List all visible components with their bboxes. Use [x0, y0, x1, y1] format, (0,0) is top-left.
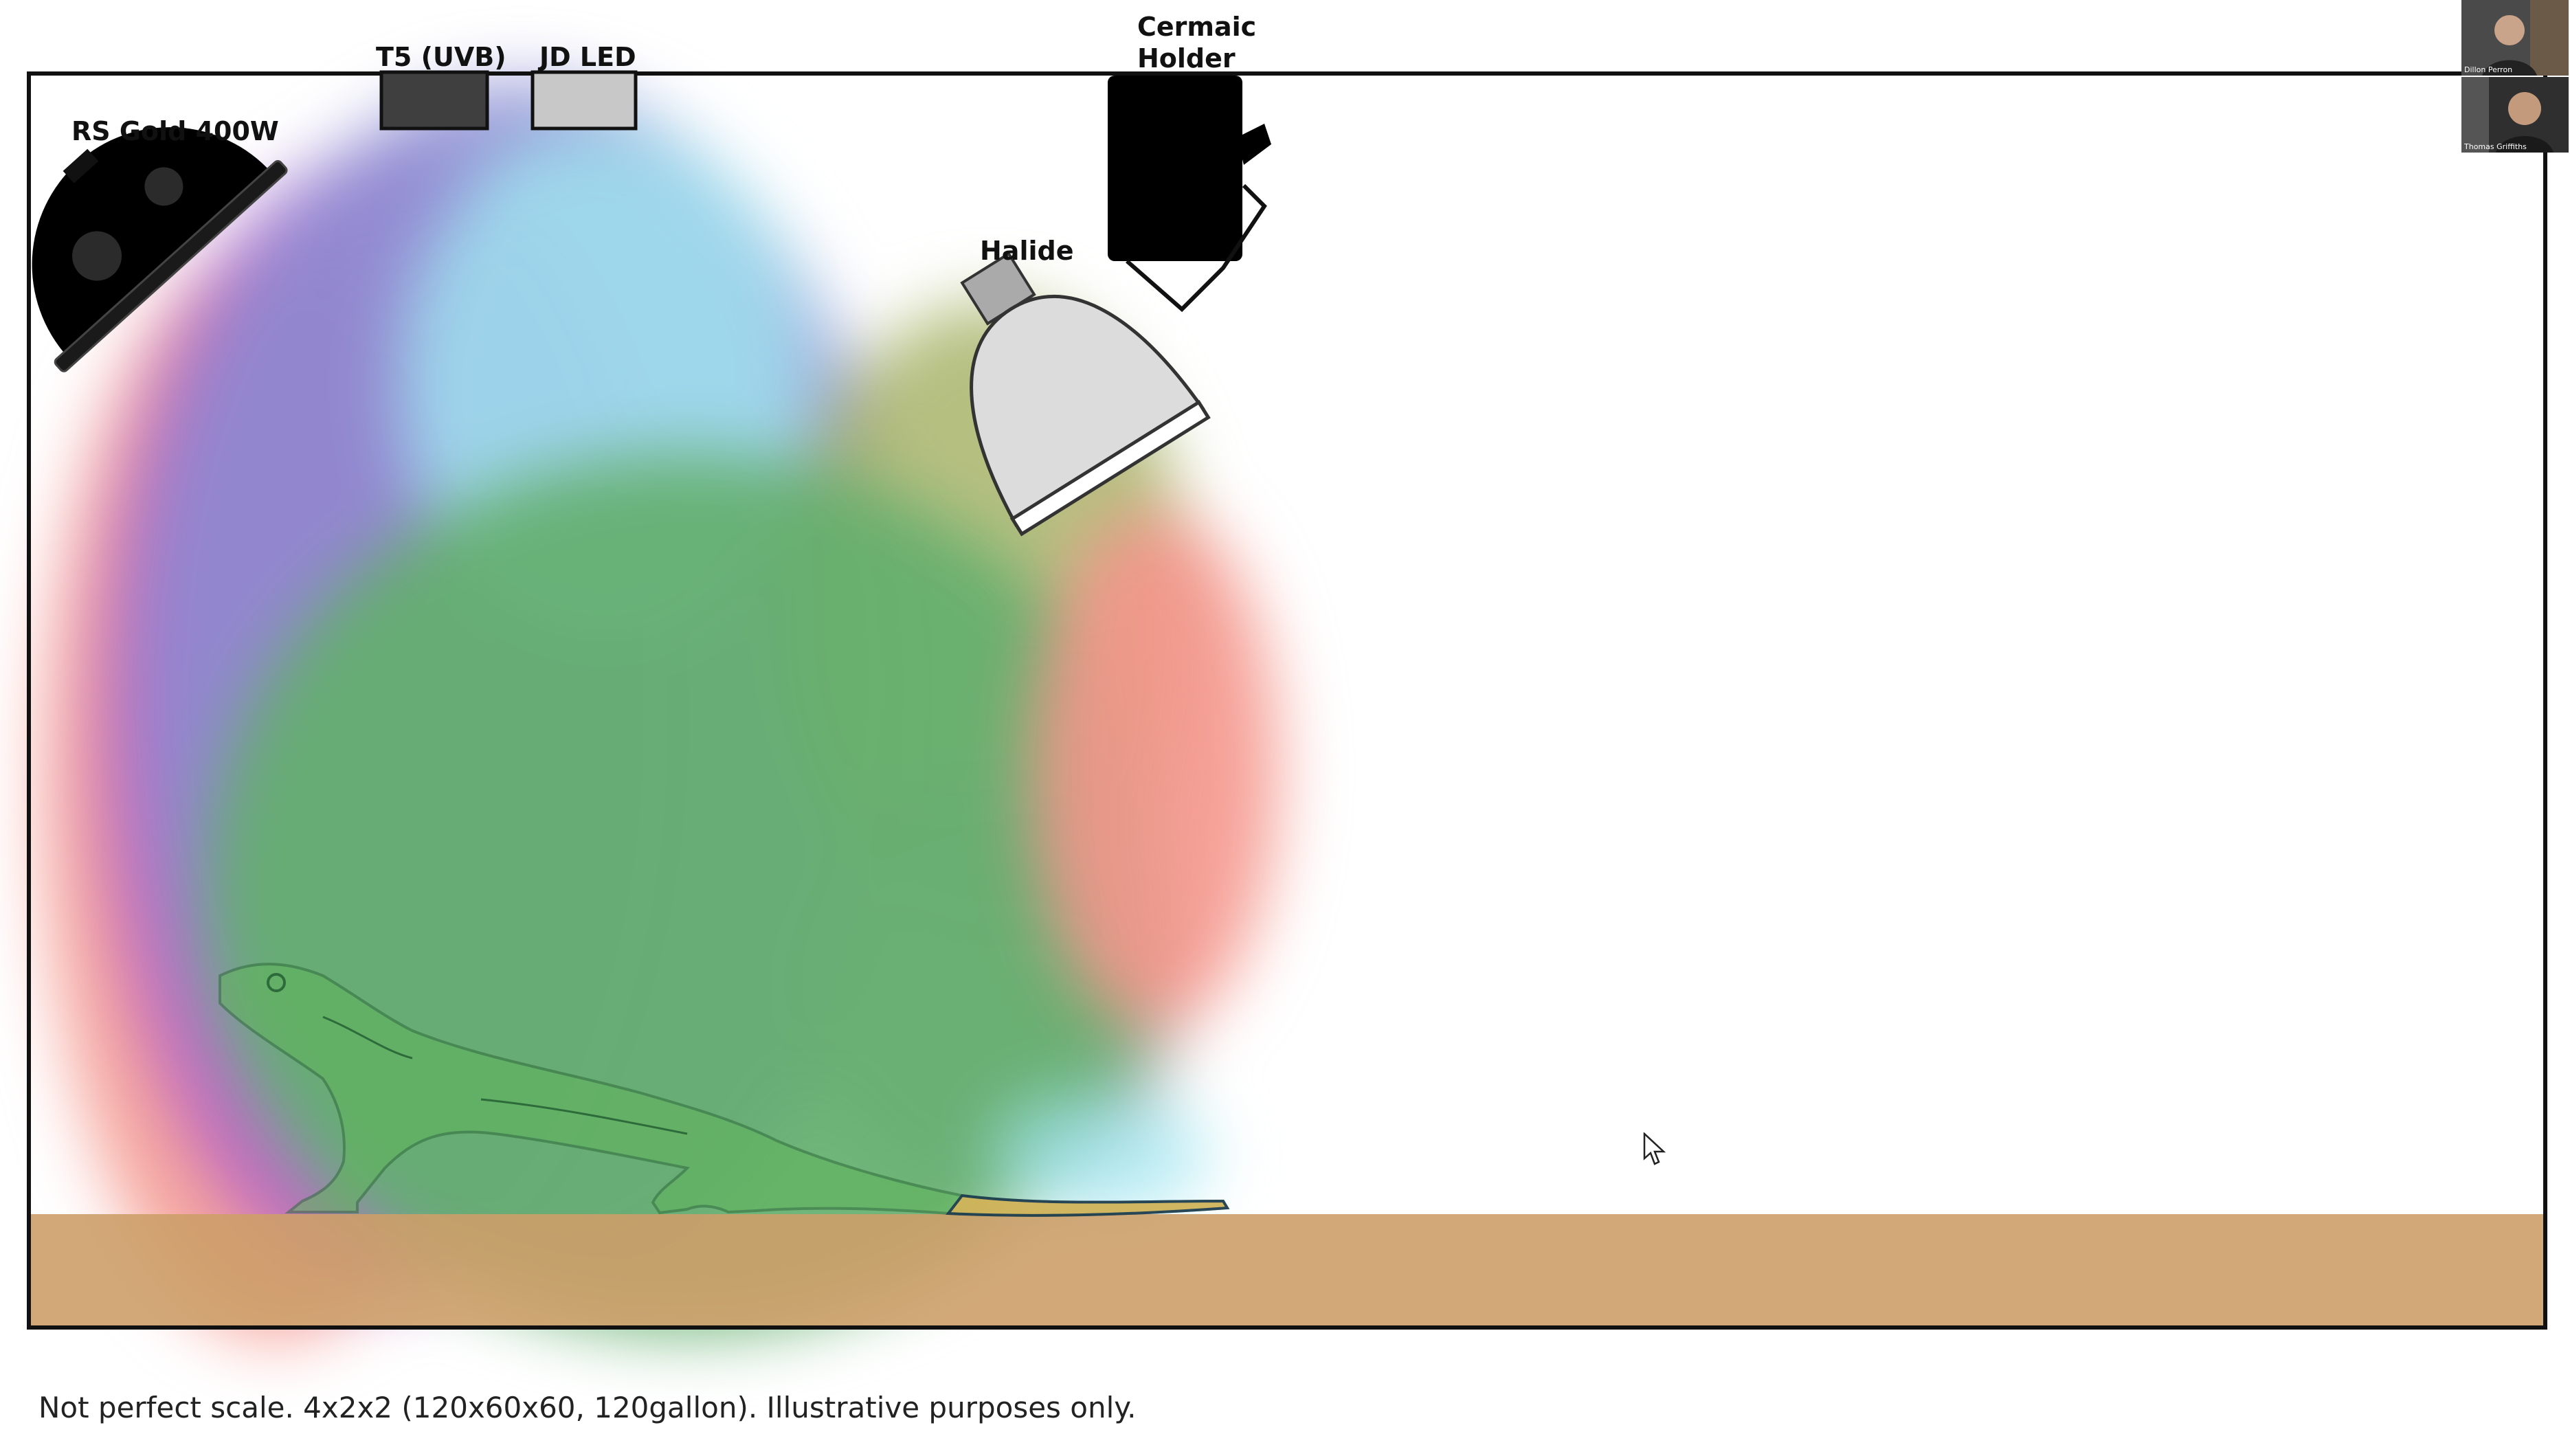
rs-gold-label: RS Gold 400W — [71, 115, 279, 147]
substrate — [29, 1214, 2545, 1328]
video-tile-1[interactable]: Dillon Perron — [2461, 0, 2569, 76]
ceramic-holder — [1108, 76, 1271, 309]
participant-name: Thomas Griffiths — [2464, 142, 2527, 151]
scale-footnote: Not perfect scale. 4x2x2 (120x60x60, 120… — [38, 1391, 1136, 1424]
jd-led-label: JD LED — [539, 41, 636, 73]
mouse-pointer-icon — [1643, 1132, 1666, 1167]
participant-avatar — [2461, 0, 2569, 76]
heat-lamp-dome-icon — [0, 59, 288, 373]
t5-uvb-fixture — [381, 72, 487, 128]
video-tile-2[interactable]: Thomas Griffiths — [2461, 77, 2569, 153]
ceramic-holder-label-line1: Cermaic — [1137, 11, 1256, 43]
ceramic-holder-label-line2: Holder — [1137, 43, 1236, 74]
participant-name: Dillon Perron — [2464, 65, 2512, 74]
jd-led-fixture — [533, 72, 636, 128]
bearded-dragon-illustration — [220, 964, 1227, 1216]
participant-avatar — [2461, 77, 2569, 153]
halide-label: Halide — [980, 235, 1073, 267]
t5-uvb-label: T5 (UVB) — [376, 41, 506, 73]
